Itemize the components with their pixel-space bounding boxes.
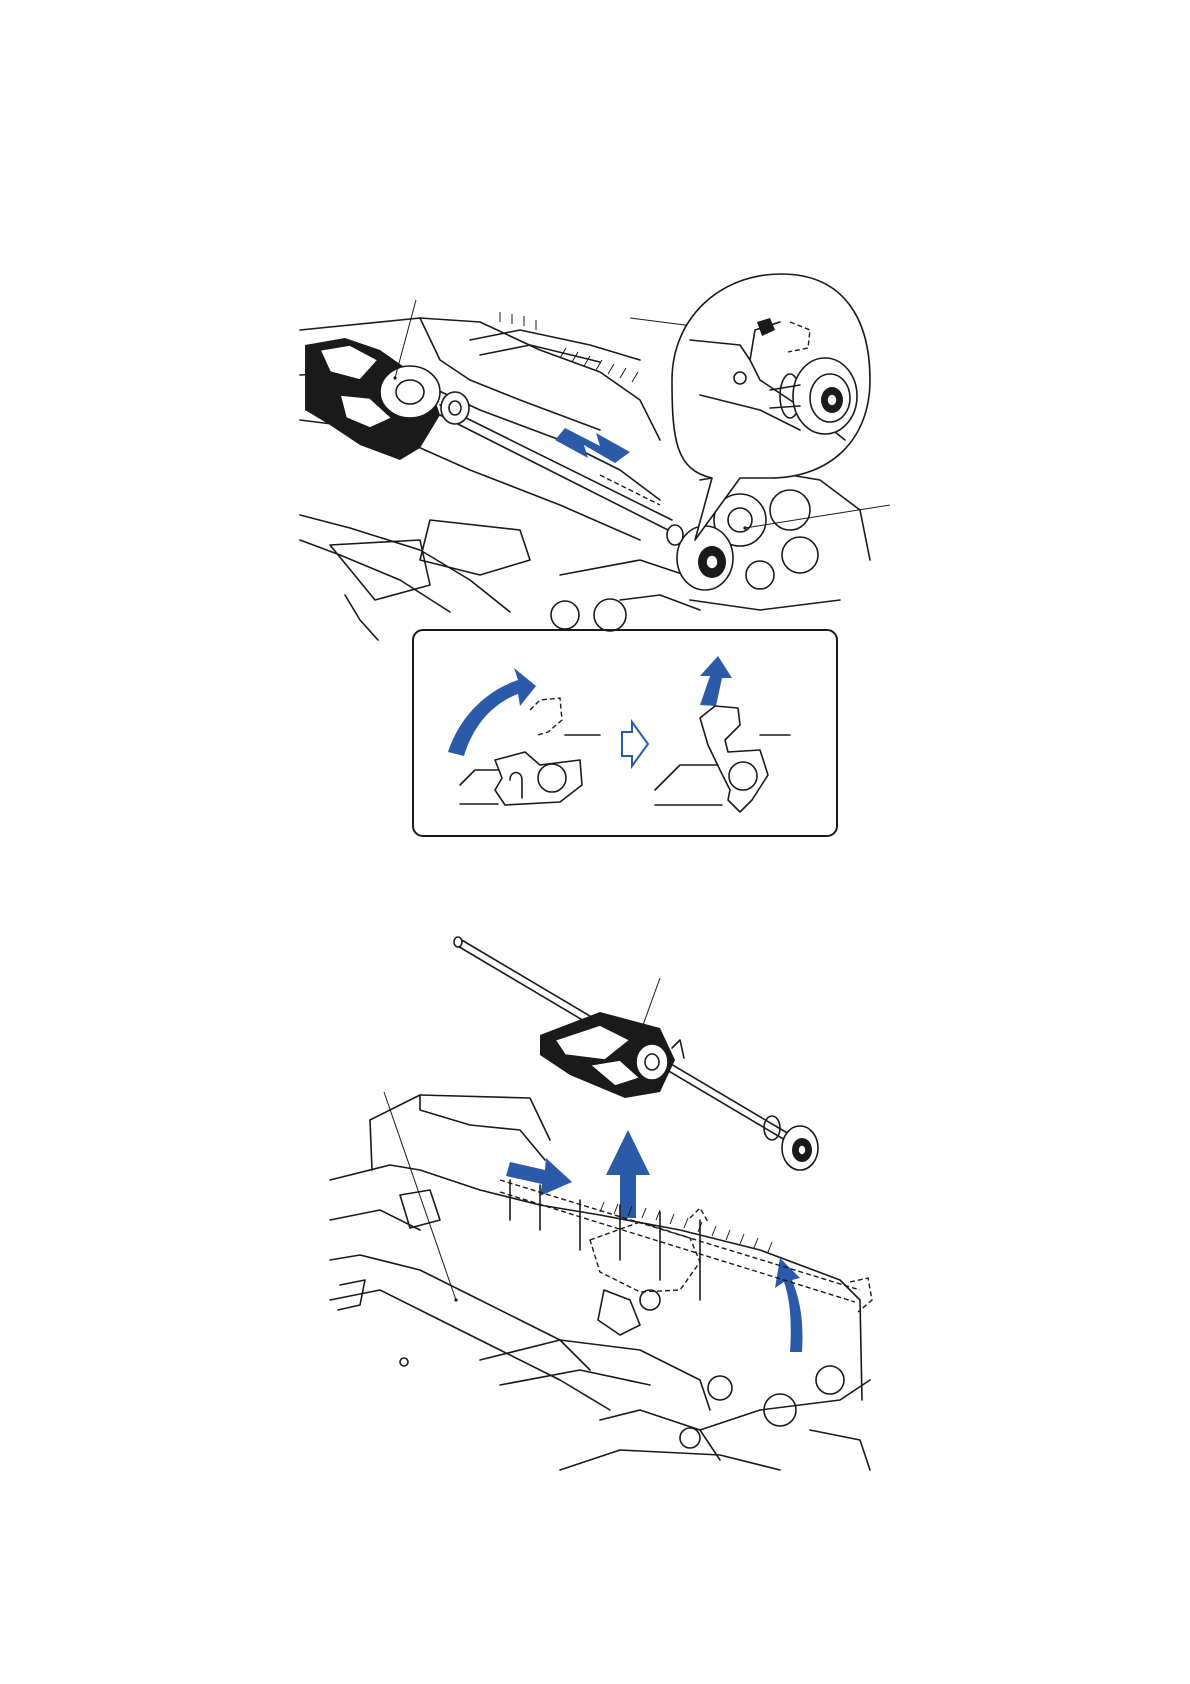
blue-arrow-right [506,1158,572,1196]
figure-bottom-assembly [330,937,872,1470]
roller-shaft [440,405,672,530]
detail-state-before [448,668,600,805]
dashed-installed-position [500,1180,872,1312]
detail-box-rotation-sequence [413,630,837,836]
blue-arrow-slide [555,428,630,463]
blue-arrow-up [606,1130,650,1218]
hollow-arrow-next [622,722,648,766]
removed-roller-holder [540,1012,684,1098]
roller-holder-left [305,338,469,460]
blue-arrow-curved [775,1258,803,1352]
figure-top-assembly [300,274,890,836]
pickup-roller-right [667,525,733,590]
detail-state-after [655,656,790,812]
magnified-callout [672,274,870,540]
